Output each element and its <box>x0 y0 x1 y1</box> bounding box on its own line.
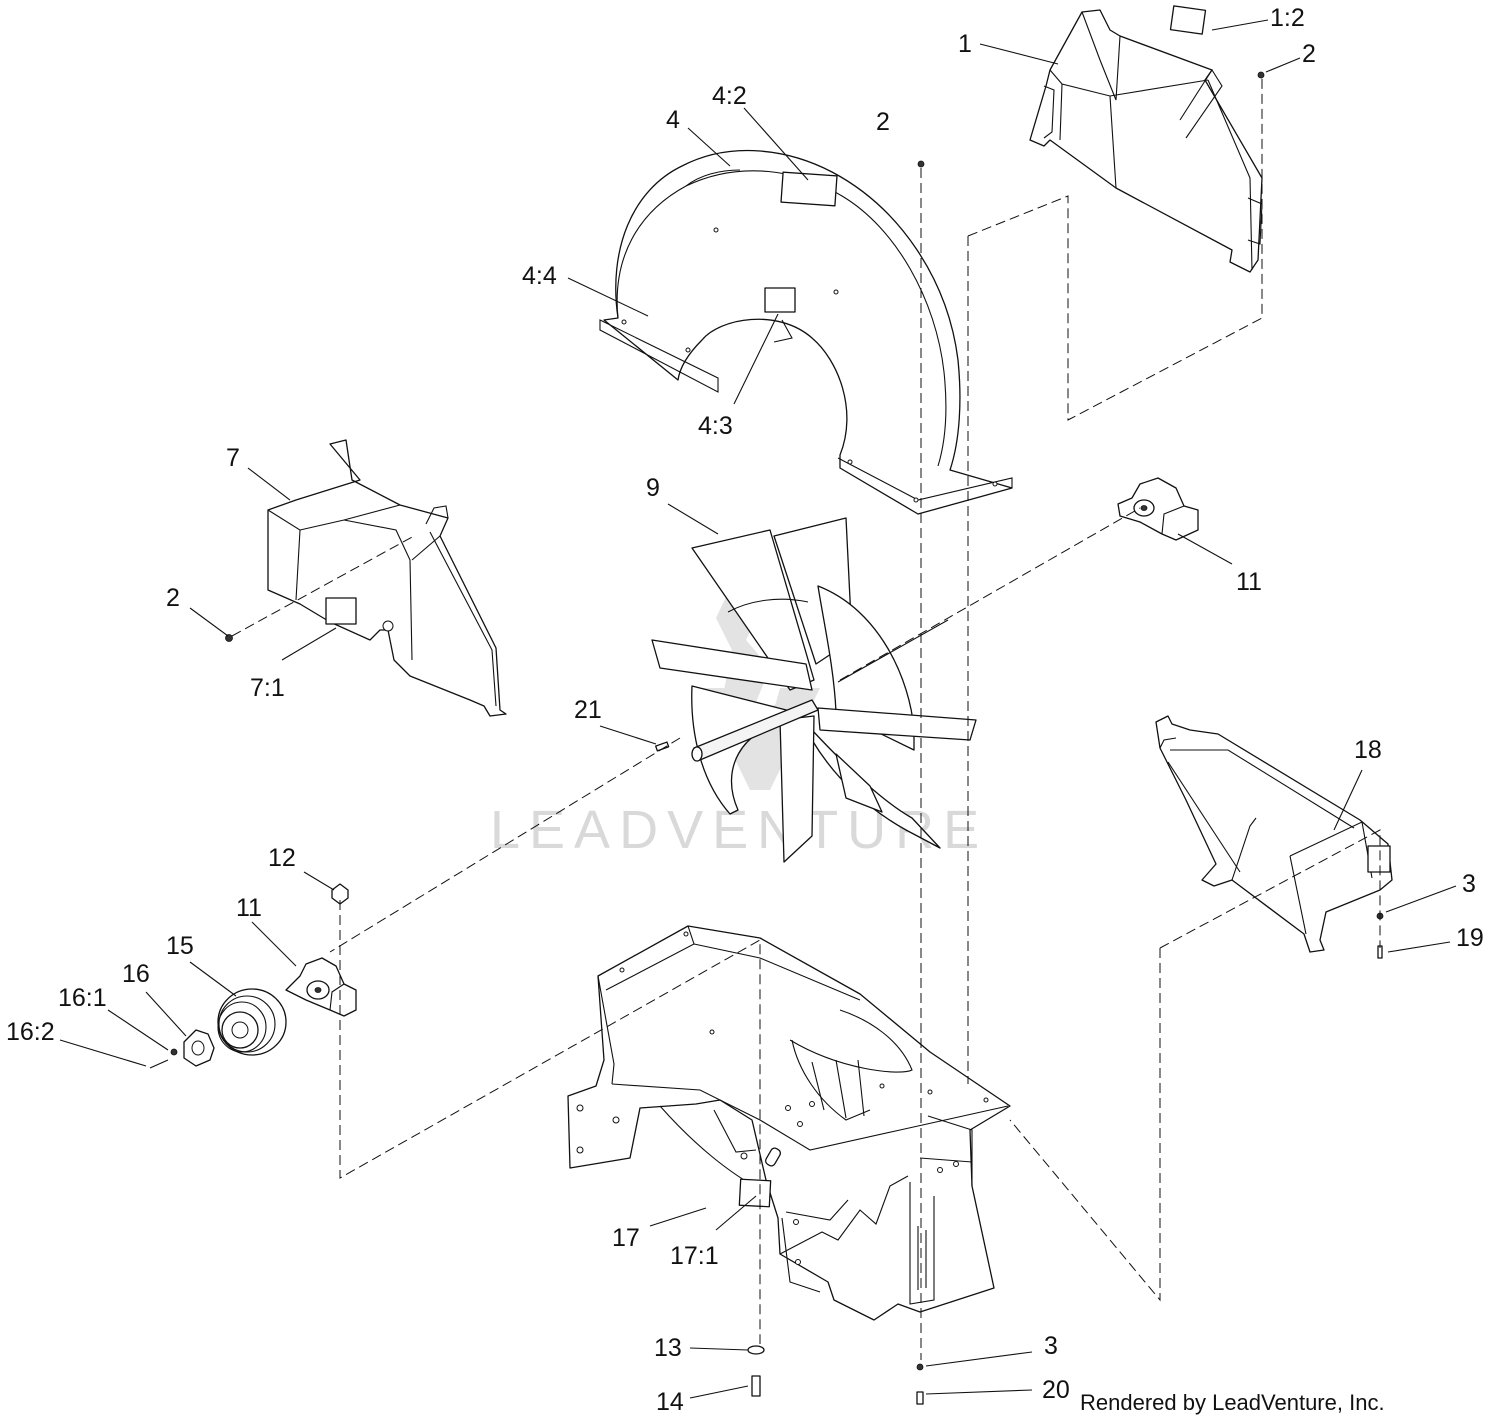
part-11-bearing-left <box>285 957 357 1017</box>
fastener-2-top-right <box>1257 71 1265 79</box>
bolt-20 <box>916 1391 924 1405</box>
callout-14: 14 <box>656 1388 684 1416</box>
callout-9: 9 <box>646 474 660 502</box>
callout-12: 12 <box>268 844 296 872</box>
callout-13: 13 <box>654 1334 682 1362</box>
callout-16-2: 16:2 <box>6 1018 55 1046</box>
leader-lines <box>59 19 1457 1399</box>
part-15-pulley <box>217 988 287 1056</box>
callout-15: 15 <box>166 932 194 960</box>
callout-7-1: 7:1 <box>250 674 285 702</box>
callout-4-2: 4:2 <box>712 82 747 110</box>
callout-20: 20 <box>1042 1376 1070 1404</box>
callout-11-right: 11 <box>1236 568 1262 596</box>
callout-2-left: 2 <box>166 584 180 612</box>
callout-17-1: 17:1 <box>670 1242 719 1270</box>
callout-4-3: 4:3 <box>698 412 733 440</box>
callout-4-4: 4:4 <box>522 262 557 290</box>
callout-4: 4 <box>666 106 680 134</box>
washer-3-bottom <box>916 1363 924 1371</box>
callout-17: 17 <box>612 1224 640 1252</box>
callout-19: 19 <box>1456 924 1484 952</box>
callout-1-2: 1:2 <box>1270 4 1305 32</box>
part-4-blower-housing <box>599 149 1013 515</box>
callout-2-center: 2 <box>876 108 890 136</box>
callout-3-right: 3 <box>1462 870 1476 898</box>
callout-16: 16 <box>122 960 150 988</box>
nut-12 <box>331 883 349 905</box>
callout-2-top-right: 2 <box>1302 40 1316 68</box>
callout-1: 1 <box>958 30 972 58</box>
callout-16-1: 16:1 <box>58 984 107 1012</box>
assembly-axes <box>231 78 1381 1360</box>
bolt-14 <box>751 1375 761 1397</box>
bolt-19 <box>1377 945 1383 959</box>
callout-7: 7 <box>226 444 240 472</box>
part-7-left-panel <box>267 439 507 717</box>
part-11-bearing-right <box>1117 477 1199 541</box>
callout-labels: 1:2 1 2 4:2 4 2 4:4 4:3 7 9 11 2 7:1 21 … <box>6 4 1484 1416</box>
part-17-lower-frame <box>567 925 1011 1321</box>
part-16-bushing <box>149 1029 215 1069</box>
callout-18: 18 <box>1354 736 1382 764</box>
callout-3-bottom: 3 <box>1044 1332 1058 1360</box>
credit-text: Rendered by LeadVenture, Inc. <box>1080 1390 1385 1415</box>
callout-21: 21 <box>574 696 602 724</box>
fastener-2-center <box>917 160 925 168</box>
part-9-impeller <box>651 517 977 863</box>
callout-11-left: 11 <box>236 894 262 922</box>
part-1-discharge-panel <box>1029 5 1263 273</box>
part-18-right-panel <box>1155 715 1393 953</box>
washer-13 <box>747 1345 765 1355</box>
fastener-2-left <box>225 634 233 642</box>
